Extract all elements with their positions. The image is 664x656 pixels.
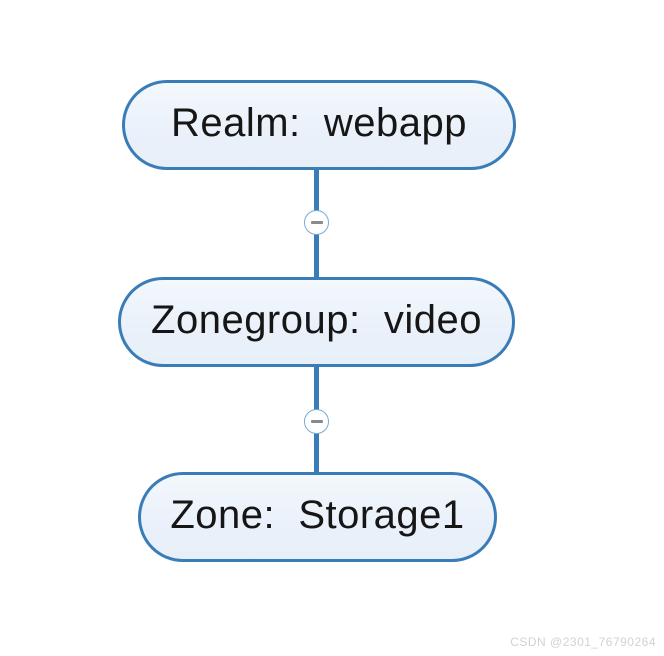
minus-icon: [310, 221, 323, 224]
node-realm-label: Realm: webapp: [170, 101, 468, 145]
node-realm[interactable]: Realm: webapp: [122, 80, 516, 170]
collapse-toggle-zonegroup-zone[interactable]: [304, 409, 329, 434]
node-zone-label: Zone: Storage1: [170, 493, 465, 537]
node-zonegroup-label: Zonegroup: video: [151, 298, 482, 342]
minus-icon: [310, 420, 323, 423]
watermark: CSDN @2301_76790264: [510, 635, 656, 649]
node-zonegroup[interactable]: Zonegroup: video: [118, 277, 515, 367]
node-zone[interactable]: Zone: Storage1: [138, 472, 497, 562]
collapse-toggle-realm-zonegroup[interactable]: [304, 210, 329, 235]
